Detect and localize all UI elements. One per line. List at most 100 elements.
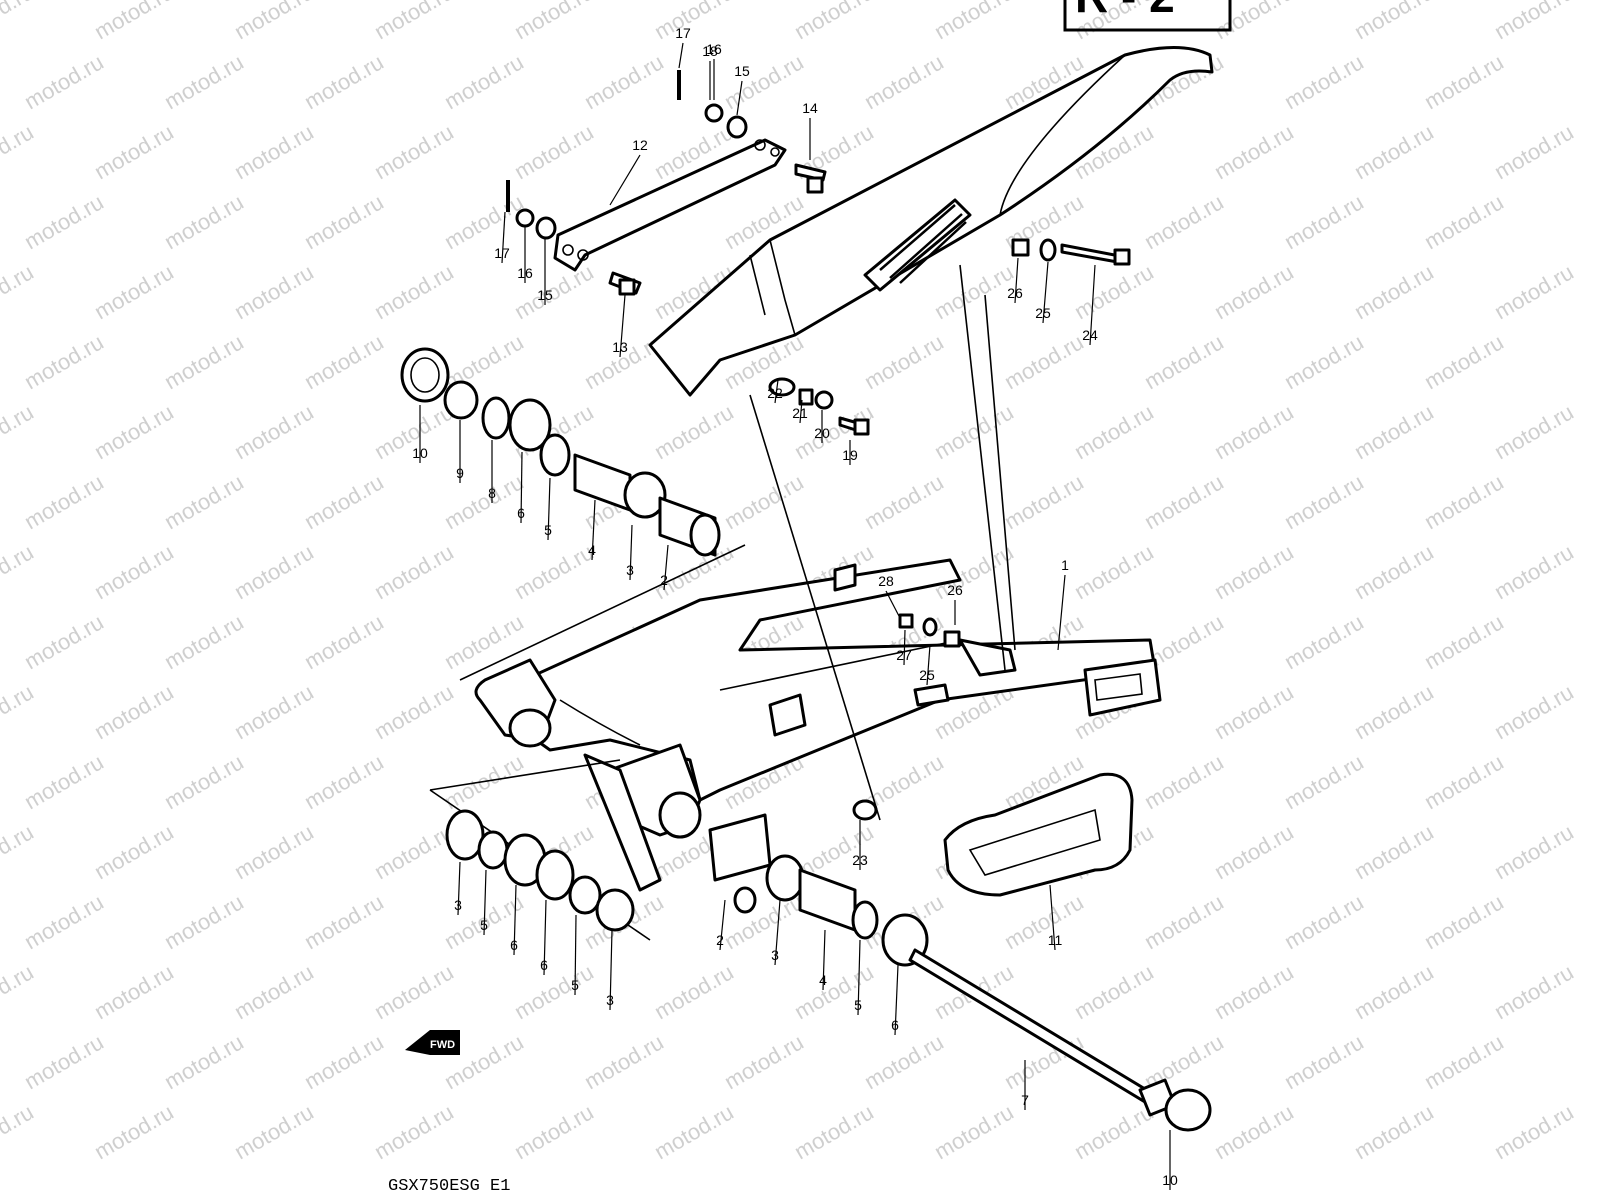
watermark-text: motod.ru <box>230 819 318 884</box>
callout-label-c20: 20 <box>814 425 830 441</box>
watermark-text: motod.ru <box>1210 399 1298 464</box>
callout-label-c10b: 10 <box>1162 1172 1178 1188</box>
watermark-text: motod.ru <box>0 959 38 1024</box>
callout-label-c14: 14 <box>802 100 818 116</box>
watermark-text: motod.ru <box>160 49 248 114</box>
watermark-text: motod.ru <box>720 49 808 114</box>
watermark-text: motod.ru <box>720 1029 808 1094</box>
watermark-text: motod.ru <box>1420 329 1508 394</box>
callout-leader-c3d <box>774 899 781 966</box>
watermark-text: motod.ru <box>230 1099 318 1164</box>
watermark-text: motod.ru <box>90 119 178 184</box>
watermark-text: motod.ru <box>230 119 318 184</box>
callout-label-c4b: 4 <box>819 972 827 988</box>
callout-label-c3d: 3 <box>771 947 779 963</box>
callout-leader-c25b <box>926 644 931 686</box>
callout-label-c4a: 4 <box>588 542 596 558</box>
callout-label-c28: 28 <box>878 573 894 589</box>
callout-label-c7: 7 <box>1021 1092 1029 1108</box>
watermark-text: motod.ru <box>1280 609 1368 674</box>
watermark-text: motod.ru <box>90 259 178 324</box>
watermark-text: motod.ru <box>440 49 528 114</box>
callout-label-c6c: 6 <box>540 957 548 973</box>
watermark-text: motod.ru <box>1350 819 1438 884</box>
pivot-axle-assembly <box>708 813 1212 1132</box>
callout-label-c6b: 6 <box>510 937 518 953</box>
callout-label-c13: 13 <box>612 339 628 355</box>
callout-leader-c17a <box>678 42 684 69</box>
watermark-text: motod.ru <box>1140 469 1228 534</box>
watermark-text: motod.ru <box>1490 259 1578 324</box>
callout-leader-c1 <box>1057 574 1066 651</box>
watermark-text: motod.ru <box>930 1099 1018 1164</box>
callout-label-c25b: 25 <box>919 667 935 683</box>
watermark-text: motod.ru <box>1420 189 1508 254</box>
watermark-text: motod.ru <box>300 889 388 954</box>
callout-leader-c6b <box>513 884 517 956</box>
watermark-text: motod.ru <box>790 959 878 1024</box>
watermark-text: motod.ru <box>860 49 948 114</box>
watermark-text: motod.ru <box>1210 119 1298 184</box>
callout-label-layer: 1716151418121716151326252422212019109865… <box>412 25 1178 1190</box>
callout-leader-c13 <box>619 294 626 358</box>
watermark-text: motod.ru <box>160 189 248 254</box>
watermark-text: motod.ru <box>1140 749 1228 814</box>
watermark-text: motod.ru <box>1210 0 1298 44</box>
watermark-text: motod.ru <box>1280 1029 1368 1094</box>
diagram-reference-label: R - 2 <box>1075 0 1175 22</box>
callout-leader-c28 <box>885 590 901 619</box>
callout-label-c5b: 5 <box>480 917 488 933</box>
watermark-text: motod.ru <box>1070 959 1158 1024</box>
callout-label-c25a: 25 <box>1035 305 1051 321</box>
torque-rod-part <box>553 138 787 272</box>
watermark-text: motod.ru <box>1490 1099 1578 1164</box>
watermark-text: motod.ru <box>650 959 738 1024</box>
watermark-text: motod.ru <box>300 749 388 814</box>
watermark-text: motod.ru <box>370 119 458 184</box>
watermark-text: motod.ru <box>160 1029 248 1094</box>
callout-label-c27: 27 <box>896 647 912 663</box>
watermark-text: motod.ru <box>1070 539 1158 604</box>
watermark-text: motod.ru <box>1490 399 1578 464</box>
watermark-text: motod.ru <box>1490 119 1578 184</box>
watermark-text: motod.ru <box>20 189 108 254</box>
watermark-text: motod.ru <box>1210 539 1298 604</box>
watermark-text: motod.ru <box>1000 329 1088 394</box>
watermark-text: motod.ru <box>1490 0 1578 44</box>
watermark-text: motod.ru <box>790 0 878 44</box>
model-code-footer: GSX750ESG E1 <box>388 1177 510 1196</box>
callout-label-c26b: 26 <box>947 582 963 598</box>
watermark-text: motod.ru <box>1490 539 1578 604</box>
watermark-text: motod.ru <box>510 0 598 44</box>
callout-label-c16b: 16 <box>517 265 533 281</box>
fasteners-top <box>506 70 1131 436</box>
callout-leader-c22 <box>774 379 779 404</box>
watermark-text: motod.ru <box>650 0 738 44</box>
callout-label-c15a: 15 <box>734 63 750 79</box>
lower-chain-guard-part <box>943 772 1134 897</box>
watermark-text: motod.ru <box>90 399 178 464</box>
callout-label-c6d: 6 <box>891 1017 899 1033</box>
watermark-text: motod.ru <box>160 469 248 534</box>
watermark-text: motod.ru <box>1210 959 1298 1024</box>
watermark-text: motod.ru <box>1350 959 1438 1024</box>
watermark-text: motod.ru <box>20 49 108 114</box>
watermark-text: motod.ru <box>1280 889 1368 954</box>
watermark-text: motod.ru <box>0 539 38 604</box>
watermark-text: motod.ru <box>20 1029 108 1094</box>
callout-label-c3c: 3 <box>606 992 614 1008</box>
watermark-text: motod.ru <box>510 959 598 1024</box>
watermark-text: motod.ru <box>860 329 948 394</box>
callout-leader-c6c <box>543 899 547 976</box>
callout-leader-c11 <box>1049 884 1056 951</box>
watermark-text: motod.ru <box>440 189 528 254</box>
watermark-text: motod.ru <box>90 819 178 884</box>
diagram-reference-box: R - 2 <box>1063 0 1232 32</box>
watermark-text: motod.ru <box>790 1099 878 1164</box>
callout-leader-c2b <box>719 899 726 951</box>
callout-leader-c5c <box>574 914 577 996</box>
watermark-text: motod.ru <box>1280 469 1368 534</box>
watermark-text: motod.ru <box>90 539 178 604</box>
watermark-text: motod.ru <box>1490 679 1578 744</box>
callout-leader-c26a <box>1014 257 1019 304</box>
